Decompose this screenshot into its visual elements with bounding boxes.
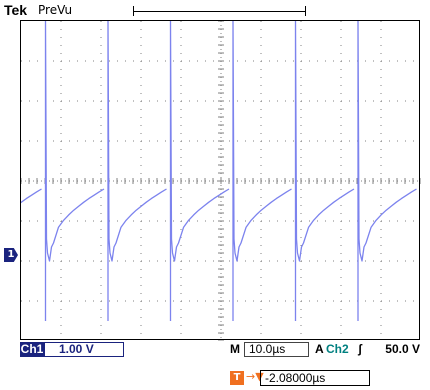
ch1-scale[interactable]: 1.00 V: [44, 342, 124, 357]
acquisition-mode: PreVu: [38, 3, 73, 17]
scope-graticule: [0, 20, 422, 342]
trigger-slope-icon[interactable]: ʃ: [358, 342, 362, 356]
channel1-ground-marker[interactable]: 1: [4, 248, 18, 262]
trigger-position-value[interactable]: -2.08000µs: [260, 370, 370, 386]
timebase-value[interactable]: 10.0µs: [244, 342, 309, 357]
arrow-icon: →▼: [246, 370, 264, 383]
trigger-position-readout: T →▼ -2.08000µs: [230, 370, 370, 386]
trigger-source[interactable]: Ch2: [326, 342, 349, 356]
main-timebase-label: M: [230, 342, 240, 356]
trigger-icon: T: [230, 371, 244, 385]
record-position-bar[interactable]: [133, 6, 306, 16]
ch1-label[interactable]: Ch1: [20, 342, 44, 357]
brand-logo: Tek: [4, 2, 28, 18]
acquisition-label: A: [315, 342, 324, 356]
header: Tek PreVu: [0, 0, 430, 20]
ch1-waveform: [0, 20, 417, 321]
waveform-display: [0, 20, 422, 342]
status-bar: Ch1 1.00 V M 10.0µs A Ch2 ʃ 50.0 V: [20, 342, 420, 357]
trigger-level[interactable]: 50.0 V: [385, 342, 420, 356]
